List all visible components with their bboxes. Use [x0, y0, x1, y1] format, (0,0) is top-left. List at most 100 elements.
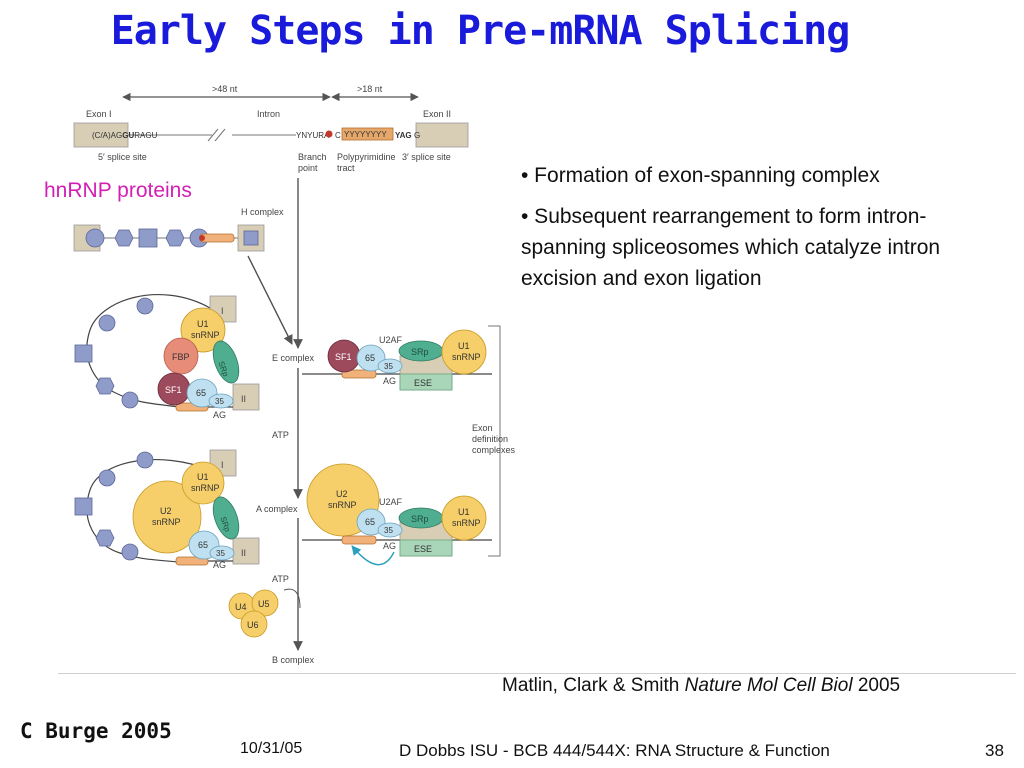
svg-text:65: 65 [365, 517, 375, 527]
exon2-box [415, 122, 469, 148]
svg-text:35: 35 [384, 362, 393, 371]
citation-year: 2005 [852, 675, 901, 696]
svg-text:I: I [221, 460, 224, 470]
svg-text:I: I [221, 306, 224, 316]
hnrnp-bead [98, 314, 116, 332]
svg-text:U6: U6 [247, 620, 259, 630]
svg-text:ESE: ESE [414, 378, 432, 388]
label-branch-2: point [298, 163, 318, 173]
u2af35 [377, 358, 403, 374]
svg-text:snRNP: snRNP [328, 500, 357, 510]
slide-title: Early Steps in Pre-mRNA Splicing [110, 8, 851, 54]
citation-journal: Nature Mol Cell Biol [684, 675, 853, 696]
hnrnp-bead [74, 344, 93, 363]
u2af35 [209, 545, 235, 561]
hnrnp-bead [114, 229, 134, 247]
svg-text:65: 65 [196, 388, 206, 398]
svg-text:Exon: Exon [472, 423, 493, 433]
hnrnp-bead [121, 391, 139, 409]
intron-label: Intron [257, 109, 280, 119]
rearrangement-arrow [351, 545, 395, 566]
footer-text: D Dobbs ISU - BCB 444/544X: RNA Structur… [399, 741, 830, 760]
exon1-label: Exon I [86, 109, 112, 119]
svg-text:35: 35 [215, 397, 224, 406]
svg-text:AG: AG [213, 410, 226, 420]
h-complex-label: H complex [241, 207, 284, 217]
ese-box [399, 539, 453, 557]
b-complex-label: B complex [272, 655, 315, 665]
a-complex-label: A complex [256, 504, 298, 514]
label-branch-1: Branch [298, 152, 327, 162]
u2af35 [377, 522, 403, 538]
u1-snrnp [441, 329, 487, 375]
hnrnp-bead [98, 469, 116, 487]
svg-text:complexes: complexes [472, 445, 516, 455]
svg-text:U2: U2 [336, 489, 348, 499]
u1-snrnp [181, 461, 225, 505]
svg-text:U1: U1 [458, 341, 470, 351]
seq-g: G [414, 131, 420, 140]
seq-3ss: YAG [395, 131, 412, 140]
u1-snrnp [180, 307, 226, 353]
seq-5ss-b: GU [122, 131, 134, 140]
svg-text:U1: U1 [197, 472, 209, 482]
hnrnp-bead [95, 377, 115, 395]
hnrnp-bead [136, 451, 154, 469]
divider [58, 673, 1016, 674]
h-ppt-bar [199, 233, 235, 243]
hnrnp-bead [121, 543, 139, 561]
svg-text:SF1: SF1 [165, 385, 182, 395]
h-complex [73, 224, 265, 252]
seq-c: C [335, 131, 341, 140]
ese-box [399, 373, 453, 391]
svg-text:35: 35 [216, 549, 225, 558]
svg-text:FBP: FBP [172, 352, 190, 362]
label-ppt-2: tract [337, 163, 355, 173]
tri-snrnp: U4 U5 U6 [228, 589, 279, 638]
page-number: 38 [985, 741, 1004, 760]
svg-text:65: 65 [365, 353, 375, 363]
distance-label-18: >18 nt [357, 84, 383, 94]
atp-label-2: ATP [272, 574, 289, 584]
exon2-label: Exon II [423, 109, 451, 119]
branch-point-dot [325, 130, 333, 138]
slide-date: 10/31/05 [240, 740, 303, 757]
author-label: C Burge 2005 [20, 719, 172, 743]
citation: Matlin, Clark & Smith Nature Mol Cell Bi… [502, 675, 900, 697]
atp-label-1: ATP [272, 430, 289, 440]
e-complex-left: I II U1 snRNP FBP SRp SF1 65 35 AG [74, 294, 260, 420]
svg-text:SRp: SRp [411, 514, 429, 524]
hnrnp-bead [136, 297, 154, 315]
distance-label-48: >48 nt [212, 84, 238, 94]
svg-text:U1: U1 [197, 319, 209, 329]
a-complex-right: ESE U2 snRNP U2AF 65 35 AG SRp U1 snRNP [302, 463, 492, 566]
svg-text:snRNP: snRNP [191, 483, 220, 493]
hnrnp-bead [74, 497, 93, 516]
hnrnp-bead [138, 228, 158, 248]
hnrnp-proteins-label: hnRNP proteins [44, 179, 192, 202]
fbp [163, 337, 199, 375]
svg-text:snRNP: snRNP [152, 517, 181, 527]
bullet-list: • Formation of exon-spanning complex • S… [521, 160, 1001, 304]
svg-text:II: II [241, 394, 246, 404]
label-5ss: 5′ splice site [98, 152, 147, 162]
svg-text:U5: U5 [258, 599, 270, 609]
svg-text:AG: AG [383, 376, 396, 386]
e-complex-label: E complex [272, 353, 315, 363]
svg-text:U1: U1 [458, 507, 470, 517]
srp [212, 496, 240, 540]
svg-text:snRNP: snRNP [452, 518, 481, 528]
svg-text:II: II [241, 548, 246, 558]
svg-text:ESE: ESE [414, 544, 432, 554]
hnrnp-bead [85, 228, 105, 248]
exon-definition-bracket: Exon definition complexes [472, 325, 516, 557]
label-3ss: 3′ splice site [402, 152, 451, 162]
svg-text:AG: AG [383, 541, 396, 551]
svg-text:snRNP: snRNP [452, 352, 481, 362]
intron-break-1 [207, 128, 219, 142]
seq-5ss-c: RAGU [134, 131, 157, 140]
svg-text:U2: U2 [160, 506, 172, 516]
svg-text:SF1: SF1 [335, 352, 352, 362]
svg-text:SRp: SRp [411, 347, 429, 357]
